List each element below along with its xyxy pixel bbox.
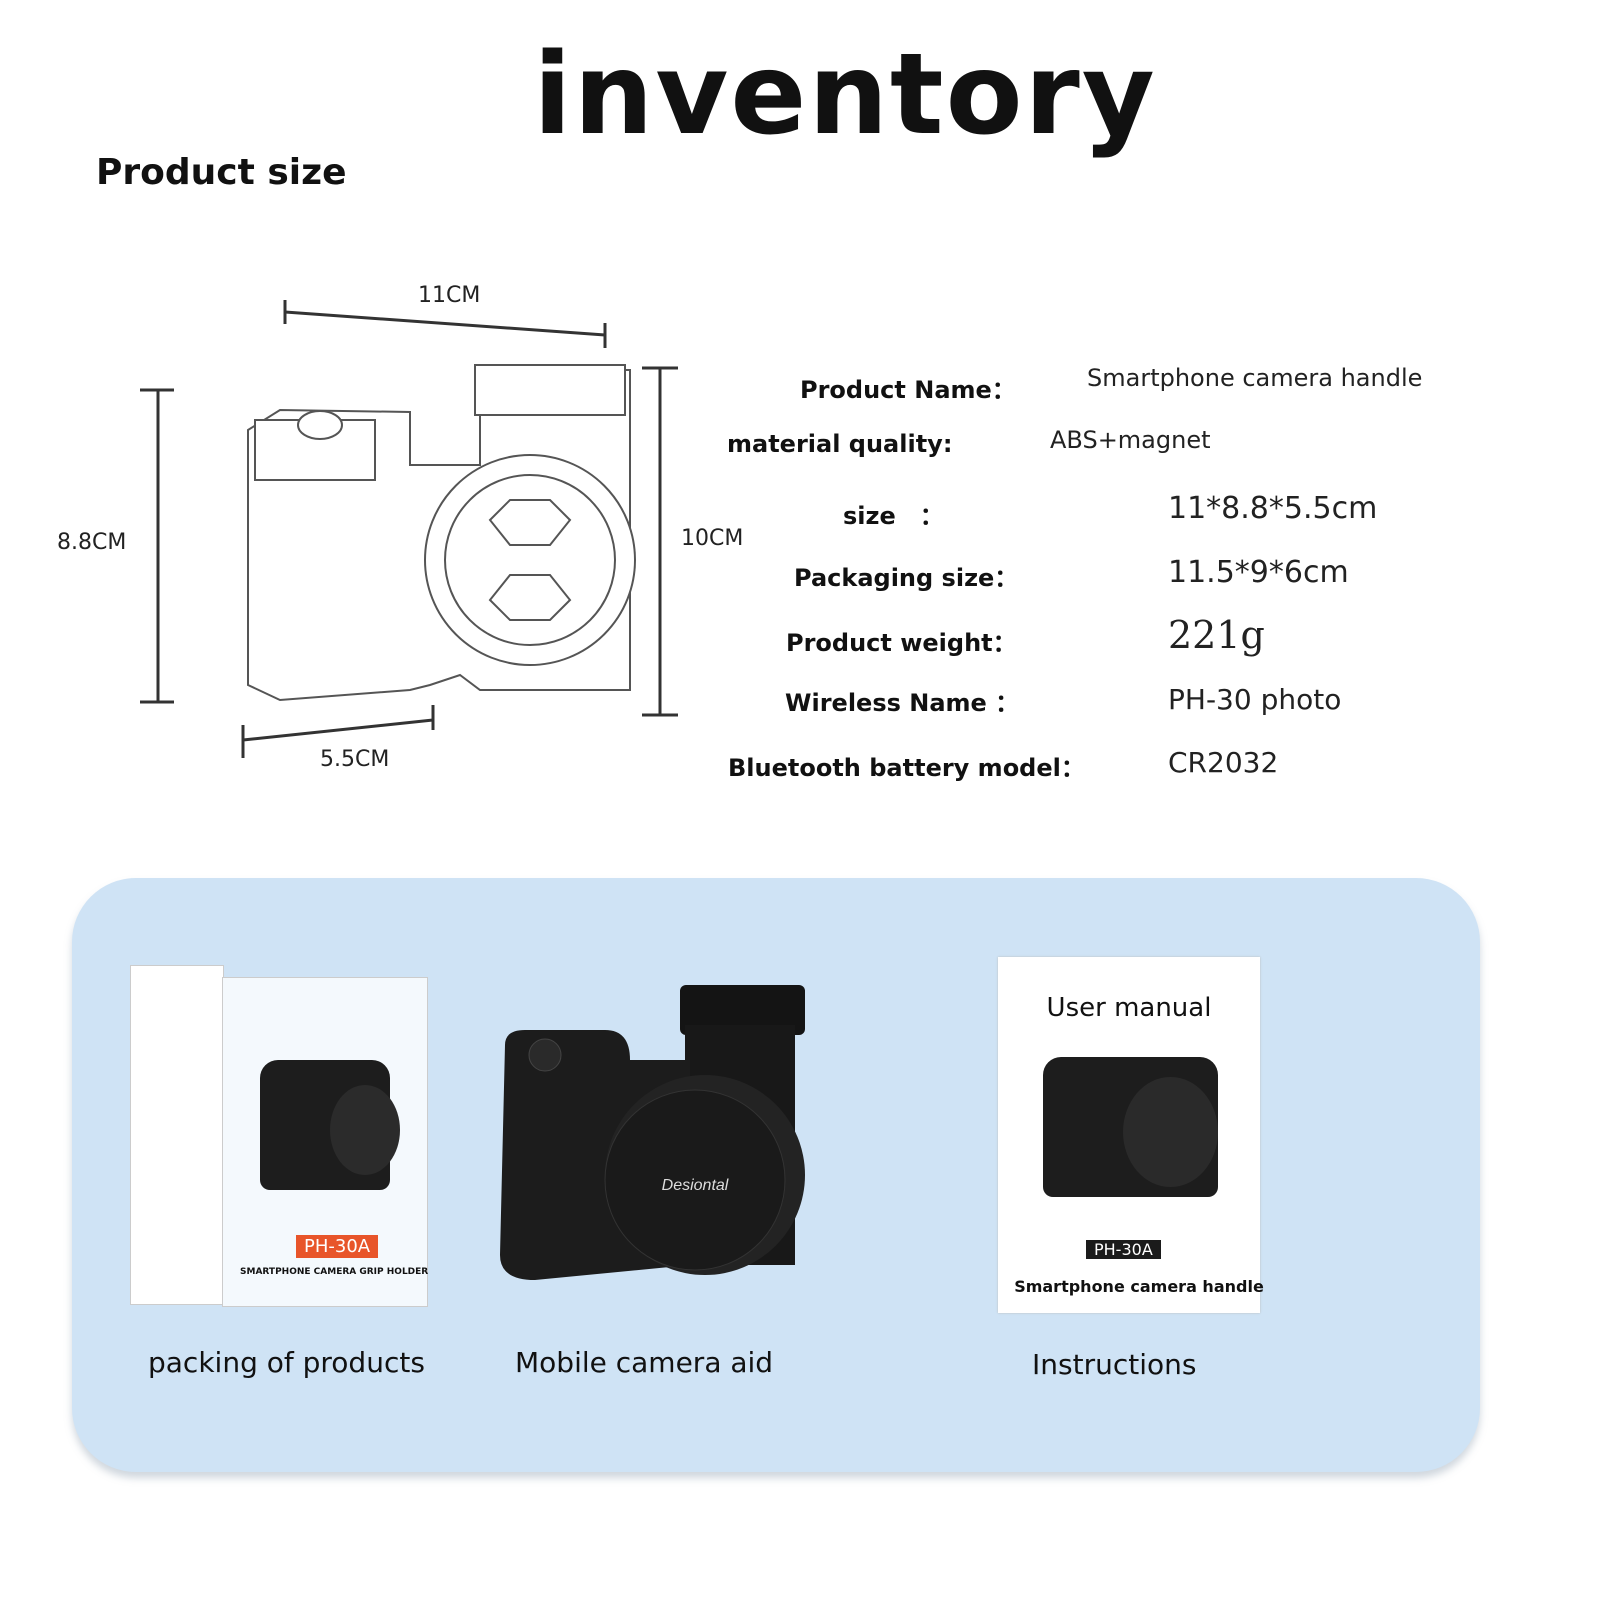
spec-label: Wireless Name ： — [785, 689, 1020, 717]
packaging-box-image: PH-30A SMARTPHONE CAMERA GRIP HOLDER — [130, 965, 429, 1307]
spec-value: 221g — [1168, 613, 1265, 657]
spec-value: ABS+magnet — [1050, 426, 1211, 454]
caption-packing: packing of products — [148, 1346, 425, 1379]
spec-label: Product weight： — [786, 629, 1017, 657]
model-badge: PH-30A — [296, 1235, 379, 1258]
width-dimension-line — [284, 310, 606, 337]
spec-label: material quality: — [727, 430, 953, 458]
spec-value: CR2032 — [1168, 746, 1279, 779]
brand-logo: Desiontal — [662, 1177, 729, 1194]
spec-label: Product Name： — [800, 376, 1016, 404]
spec-label: Bluetooth battery model： — [728, 754, 1085, 782]
manual-subtitle: Smartphone camera handle — [1014, 1277, 1264, 1296]
spec-value: 11*8.8*5.5cm — [1168, 491, 1378, 526]
spec-value: PH-30 photo — [1168, 683, 1342, 716]
user-manual-image: User manual PH-30A Smartphone camera han… — [998, 957, 1264, 1313]
spec-value: Smartphone camera handle — [1087, 364, 1423, 392]
manual-heading: User manual — [1046, 993, 1212, 1023]
caption-camera-aid: Mobile camera aid — [515, 1346, 774, 1379]
manual-model-badge: PH-30A — [1086, 1240, 1161, 1259]
camera-handle-photo: Desiontal — [500, 985, 805, 1280]
page-title: inventory — [533, 30, 1157, 160]
section-title: Product size — [96, 152, 347, 193]
product-line-drawing — [140, 300, 678, 758]
spec-value: 11.5*9*6cm — [1168, 555, 1349, 590]
height-label: 8.8CM — [57, 530, 127, 555]
depth-label: 5.5CM — [320, 747, 390, 772]
depth-dimension-line — [242, 718, 434, 742]
width-label: 11CM — [418, 283, 481, 308]
box-subtitle: SMARTPHONE CAMERA GRIP HOLDER — [240, 1267, 429, 1277]
spec-label: size ： — [843, 502, 944, 530]
clamp-height-label: 10CM — [681, 526, 744, 551]
spec-label: Packaging size： — [794, 564, 1019, 592]
caption-instructions: Instructions — [1032, 1348, 1197, 1381]
